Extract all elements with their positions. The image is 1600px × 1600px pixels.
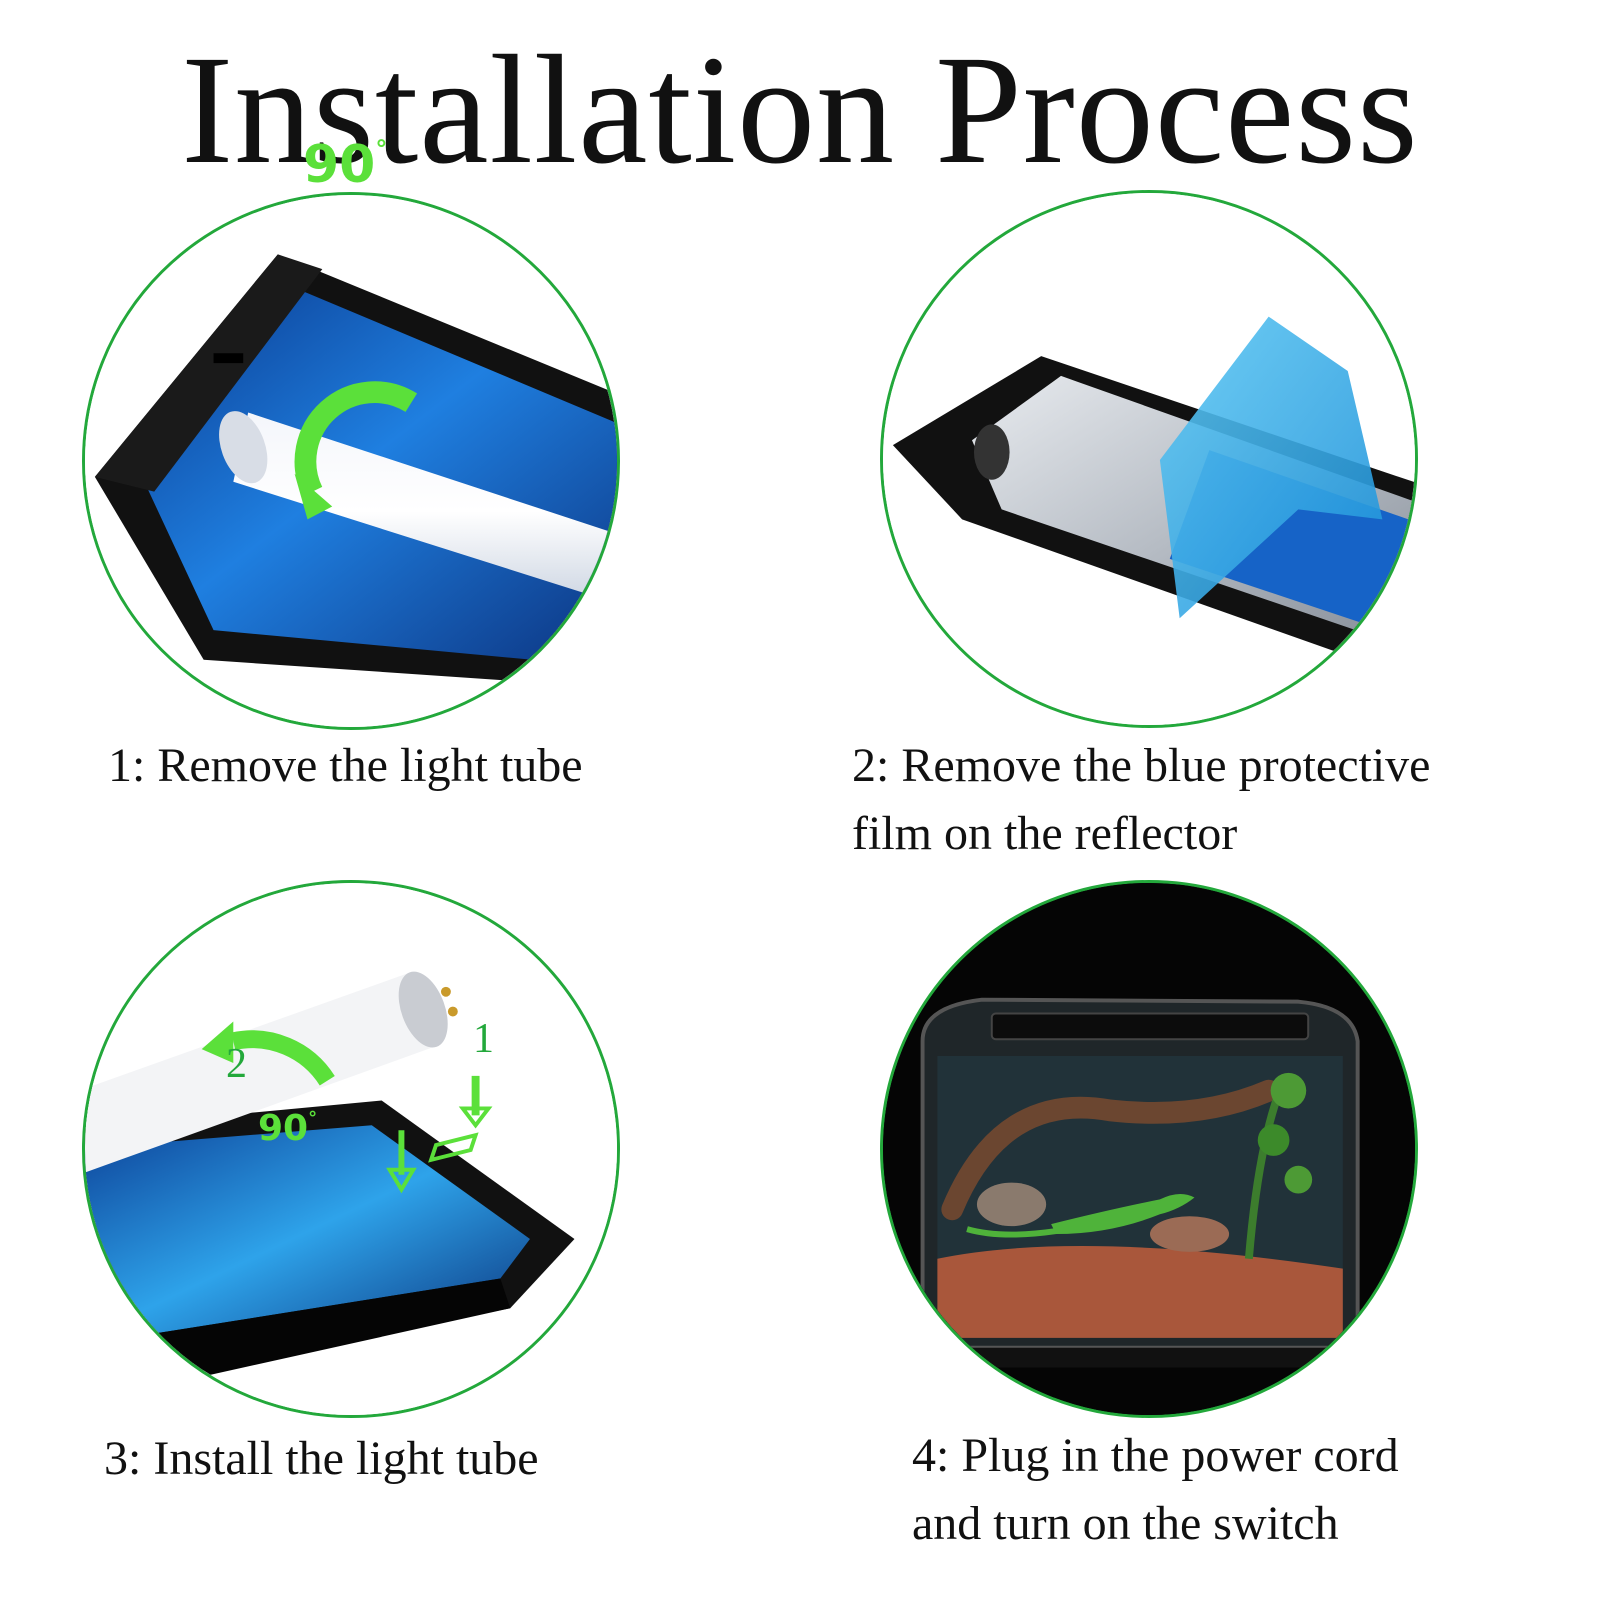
light-fixture-remove-illustration [85, 195, 617, 727]
step-4-line-1: 4: Plug in the power cord [912, 1429, 1399, 1482]
page-title: Installation Process [181, 23, 1419, 196]
step-1-image [82, 192, 620, 730]
rotation-angle-label: 90° [303, 135, 388, 195]
step-4-line-2: and turn on the switch [912, 1497, 1339, 1550]
step-3-image [82, 880, 620, 1418]
rotate-arrow-icon [231, 1030, 335, 1086]
step-number-1-label: 1 [473, 1016, 494, 1062]
step-2-image [880, 190, 1418, 728]
step-4-caption: 4: Plug in the power cord and turn on th… [912, 1422, 1399, 1558]
step-2-caption: 2: Remove the blue protective film on th… [852, 732, 1430, 868]
light-fixture-install-illustration [85, 883, 617, 1415]
step-1-caption: 1: Remove the light tube [108, 732, 583, 800]
terrarium-illustration [883, 883, 1415, 1415]
step-3-line-1: 3: Install the light tube [104, 1432, 539, 1485]
step-2-line-2: film on the reflector [852, 807, 1238, 860]
lizard-icon [1051, 1193, 1195, 1235]
light-bar-icon [990, 1012, 1310, 1041]
protective-film-icon [1159, 316, 1383, 619]
step-1-line-1: 1: Remove the light tube [108, 739, 583, 792]
install-angle-label: 90° [258, 1108, 318, 1149]
peeling-film-illustration [883, 193, 1415, 725]
step-number-2-label: 2 [226, 1041, 247, 1087]
step-2-line-1: 2: Remove the blue protective [852, 739, 1431, 792]
rotate-arrow-icon [294, 381, 418, 497]
step-3-caption: 3: Install the light tube [104, 1425, 539, 1493]
step-4-image [880, 880, 1418, 1418]
